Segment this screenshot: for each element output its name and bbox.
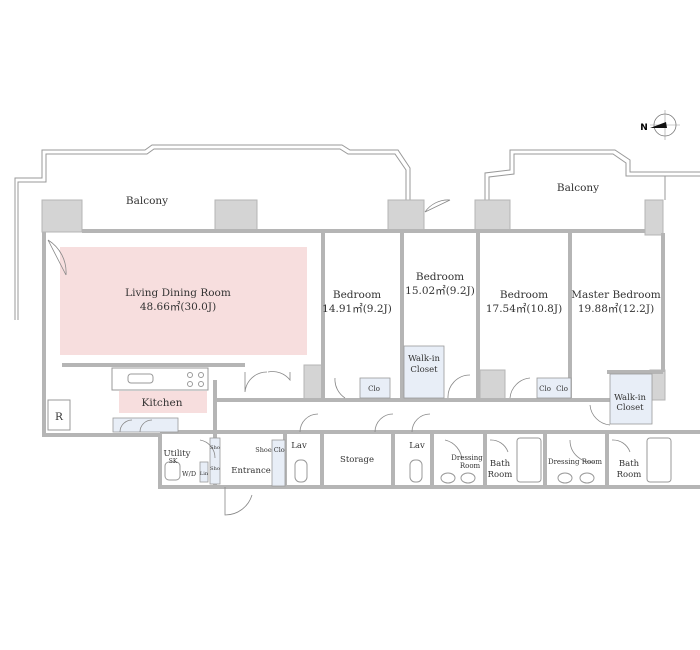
clo2-label: Clo	[539, 385, 551, 393]
living-dining-area	[60, 247, 307, 355]
kitchen-label: Kitchen	[141, 397, 182, 409]
bedroom2-label: Bedroom	[416, 271, 464, 283]
bedroom3-label: Bedroom	[500, 289, 548, 301]
balcony-left-rail	[14, 144, 411, 320]
dressing1-line2: Room	[460, 462, 481, 470]
master-bedroom-label: Master Bedroom	[571, 289, 661, 301]
balcony-right-label: Balcony	[557, 182, 599, 194]
dressing2-label: Dressing Room	[548, 458, 602, 466]
bedroom2-size: 15.02㎡(9.2J)	[405, 285, 475, 297]
lav2-label: Lav	[409, 441, 425, 451]
washer-dryer-label: W/D	[182, 470, 196, 478]
bedroom3-size: 17.54㎡(10.8J)	[486, 303, 562, 315]
wic1-line1: Walk-in	[408, 354, 440, 364]
bath1-line2: Room	[488, 470, 513, 480]
wic2-line2: Closet	[616, 403, 644, 413]
north-label: N	[640, 123, 648, 133]
balcony-left-label: Balcony	[126, 195, 168, 207]
refrigerator-label: R	[55, 411, 64, 423]
compass-icon: N	[640, 110, 680, 140]
wic1-line2: Closet	[410, 365, 438, 375]
sink-label: SK	[169, 458, 178, 465]
shoe-clo-label: Shoe Clo	[255, 446, 285, 454]
bath2-line2: Room	[617, 470, 642, 480]
bedroom1-label: Bedroom	[333, 289, 381, 301]
storage-label: Storage	[340, 455, 374, 465]
bath1-line1: Bath	[490, 459, 511, 469]
bath2-line1: Bath	[619, 459, 640, 469]
entrance-label: Entrance	[231, 466, 271, 476]
dressing1-line1: Dressing	[451, 454, 483, 462]
linen-label: Lin	[200, 471, 209, 477]
shoe-small-1: Sho	[210, 445, 220, 451]
clo1-label: Clo	[368, 385, 380, 393]
door-swings	[47, 199, 631, 516]
living-label: Living Dining Room	[125, 287, 231, 299]
kitchen-area	[119, 391, 207, 413]
utility-label: Utility	[164, 449, 191, 459]
living-size: 48.66㎡(30.0J)	[140, 301, 216, 313]
shoe-small-2: Sho	[210, 466, 220, 472]
lav1-label: Lav	[291, 441, 307, 451]
bedroom1-size: 14.91㎡(9.2J)	[322, 303, 392, 315]
clo3-label: Clo	[556, 385, 568, 393]
wic2-line1: Walk-in	[614, 393, 646, 403]
master-bedroom-size: 19.88㎡(12.2J)	[578, 303, 654, 315]
balcony-right-rail	[484, 149, 700, 200]
